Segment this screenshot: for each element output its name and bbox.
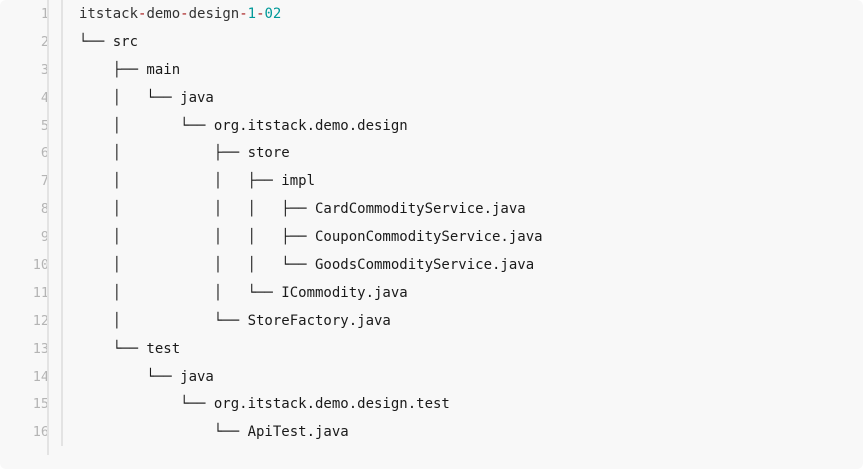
token-name: demo xyxy=(146,5,181,22)
token-number: 02 xyxy=(264,5,282,22)
code-line: 6 │ ├── store xyxy=(0,139,863,168)
code-line: 14 └── java xyxy=(0,362,863,391)
code-line-content: │ │ │ ├── CardCommodityService.java xyxy=(79,201,526,218)
code-line-content: └── src xyxy=(79,33,139,50)
line-number: 15 xyxy=(0,390,63,419)
code-line-content: │ │ └── ICommodity.java xyxy=(79,284,408,301)
line-number: 11 xyxy=(0,278,63,307)
code-line-content: ├── main xyxy=(79,61,181,78)
code-line-content: └── test xyxy=(79,340,181,357)
code-line-content: │ ├── store xyxy=(79,145,290,162)
line-number: 3 xyxy=(0,55,63,84)
token-operator: - xyxy=(180,5,189,22)
code-line: 13 └── test xyxy=(0,334,863,363)
code-line: 10 │ │ │ └── GoodsCommodityService.java xyxy=(0,251,863,279)
code-line: 7 │ │ ├── impl xyxy=(0,167,863,196)
code-line: 12 │ └── StoreFactory.java xyxy=(0,306,863,335)
line-number: 4 xyxy=(0,83,63,112)
code-line-content: │ └── org.itstack.demo.design xyxy=(79,117,408,134)
token-operator: - xyxy=(256,5,265,22)
code-line: 5 │ └── org.itstack.demo.design xyxy=(0,111,863,140)
code-line: 8 │ │ │ ├── CardCommodityService.java xyxy=(0,195,863,224)
code-line-content: │ │ │ ├── CouponCommodityService.java xyxy=(79,229,543,246)
token-name: itstack xyxy=(79,5,139,22)
code-line: 2 └── src xyxy=(0,27,863,56)
line-number: 13 xyxy=(0,334,63,363)
code-line-content: └── org.itstack.demo.design.test xyxy=(79,396,450,413)
line-number: 7 xyxy=(0,167,63,196)
line-number: 16 xyxy=(0,418,63,447)
line-number: 6 xyxy=(0,139,63,168)
line-number: 10 xyxy=(0,251,63,279)
token-number: 1 xyxy=(247,5,257,22)
code-line-content: └── ApiTest.java xyxy=(79,424,349,441)
line-number: 2 xyxy=(0,27,63,56)
line-number: 9 xyxy=(0,223,63,252)
token-operator: - xyxy=(239,5,248,22)
code-line: 16 └── ApiTest.java xyxy=(0,418,863,447)
line-number: 12 xyxy=(0,306,63,335)
line-number: 1 xyxy=(0,0,63,28)
code-line-content: └── java xyxy=(79,368,214,385)
token-operator: - xyxy=(138,5,147,22)
line-number: 8 xyxy=(0,195,63,224)
code-line-content: │ │ ├── impl xyxy=(79,173,316,190)
token-name: design xyxy=(188,5,240,22)
line-number: 5 xyxy=(0,111,63,140)
code-line-content: │ │ │ └── GoodsCommodityService.java xyxy=(79,256,535,273)
code-line: 15 └── org.itstack.demo.design.test xyxy=(0,390,863,419)
code-line-content: │ └── java xyxy=(79,89,214,106)
code-line-content: itstack-demo-design-1-02 xyxy=(62,0,863,28)
code-line: 9 │ │ │ ├── CouponCommodityService.java xyxy=(0,223,863,252)
code-line: 11 │ │ └── ICommodity.java xyxy=(0,278,863,307)
code-line: 3 ├── main xyxy=(0,55,863,84)
code-line-content: │ └── StoreFactory.java xyxy=(79,312,391,329)
line-number: 14 xyxy=(0,362,63,391)
code-line: 4 │ └── java xyxy=(0,83,863,112)
